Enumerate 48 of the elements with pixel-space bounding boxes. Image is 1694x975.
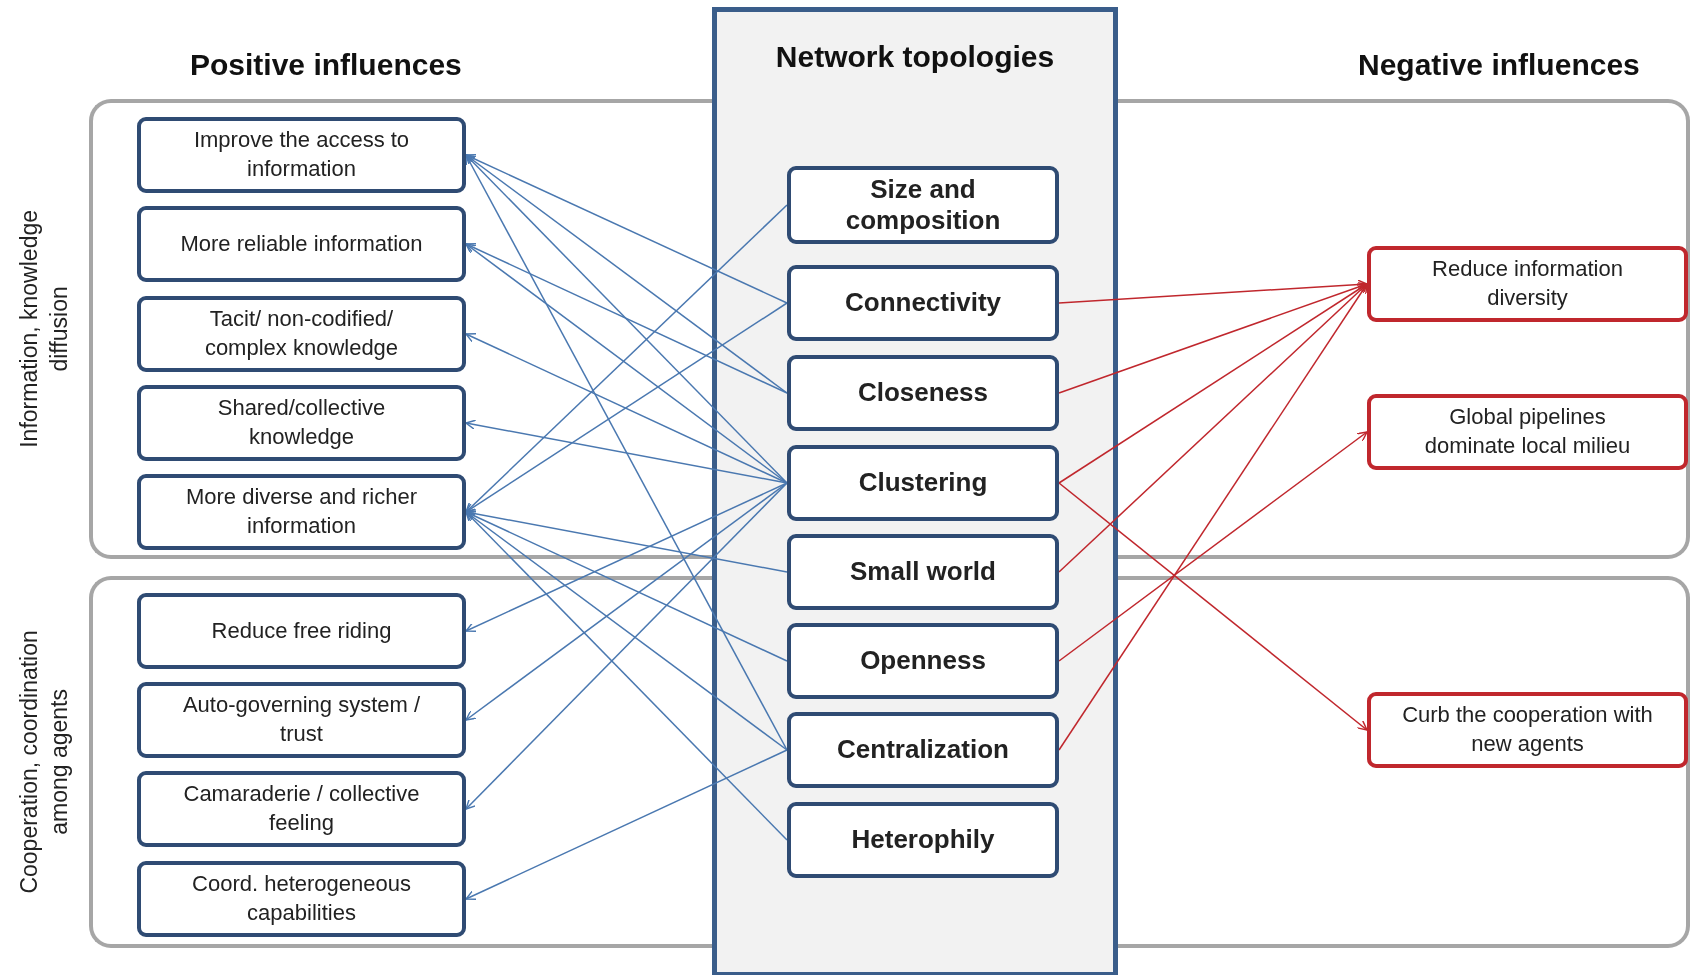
- arrow: [1058, 283, 1368, 751]
- topology-box: Centralization: [787, 712, 1059, 788]
- topology-box: Closeness: [787, 355, 1059, 431]
- positive-influence-box: Auto-governing system / trust: [137, 682, 466, 758]
- arrow: [1058, 283, 1368, 484]
- arrow: [1058, 431, 1368, 662]
- arrow: [465, 243, 788, 484]
- arrow: [465, 243, 788, 394]
- positive-influence-box: More diverse and richer information: [137, 474, 466, 550]
- topology-box: Small world: [787, 534, 1059, 610]
- arrow: [1058, 482, 1368, 731]
- arrow: [465, 482, 788, 633]
- arrow: [465, 154, 788, 484]
- arrow: [465, 511, 788, 662]
- arrow: [465, 204, 788, 513]
- positive-influence-box: Improve the access to information: [137, 117, 466, 193]
- arrow: [465, 511, 788, 751]
- topology-box: Connectivity: [787, 265, 1059, 341]
- topology-panel: [712, 7, 1118, 975]
- panel-heading: Network topologies: [774, 40, 1056, 74]
- topology-box: Openness: [787, 623, 1059, 699]
- arrow: [465, 482, 788, 721]
- topology-box: Size and composition: [787, 166, 1059, 244]
- positive-influence-box: More reliable information: [137, 206, 466, 282]
- arrow: [465, 153, 788, 304]
- group-label: Information, knowledge diffusion: [15, 209, 73, 450]
- positive-influence-box: Shared/collective knowledge: [137, 385, 466, 461]
- positive-influence-box: Reduce free riding: [137, 593, 466, 669]
- arrow: [465, 302, 788, 513]
- positive-influence-box: Camaraderie / collective feeling: [137, 771, 466, 847]
- arrow: [465, 482, 788, 810]
- arrow: [465, 419, 788, 484]
- topology-box: Clustering: [787, 445, 1059, 521]
- negative-influence-box: Reduce information diversity: [1367, 246, 1688, 322]
- negative-influence-box: Global pipelines dominate local milieu: [1367, 394, 1688, 470]
- negative-influence-box: Curb the cooperation with new agents: [1367, 692, 1688, 768]
- arrow: [1058, 282, 1368, 394]
- arrow: [465, 749, 788, 900]
- column-heading: Positive influences: [190, 48, 462, 82]
- positive-influence-box: Coord. heterogeneous capabilities: [137, 861, 466, 937]
- topology-box: Heterophily: [787, 802, 1059, 878]
- arrow: [465, 511, 788, 841]
- arrow: [1058, 283, 1368, 573]
- group-label: Cooperation, coordination among agents: [15, 629, 73, 896]
- arrow: [465, 333, 788, 484]
- positive-influence-box: Tacit/ non-codified/ complex knowledge: [137, 296, 466, 372]
- arrow: [1058, 279, 1368, 304]
- column-heading: Negative influences: [1358, 48, 1640, 82]
